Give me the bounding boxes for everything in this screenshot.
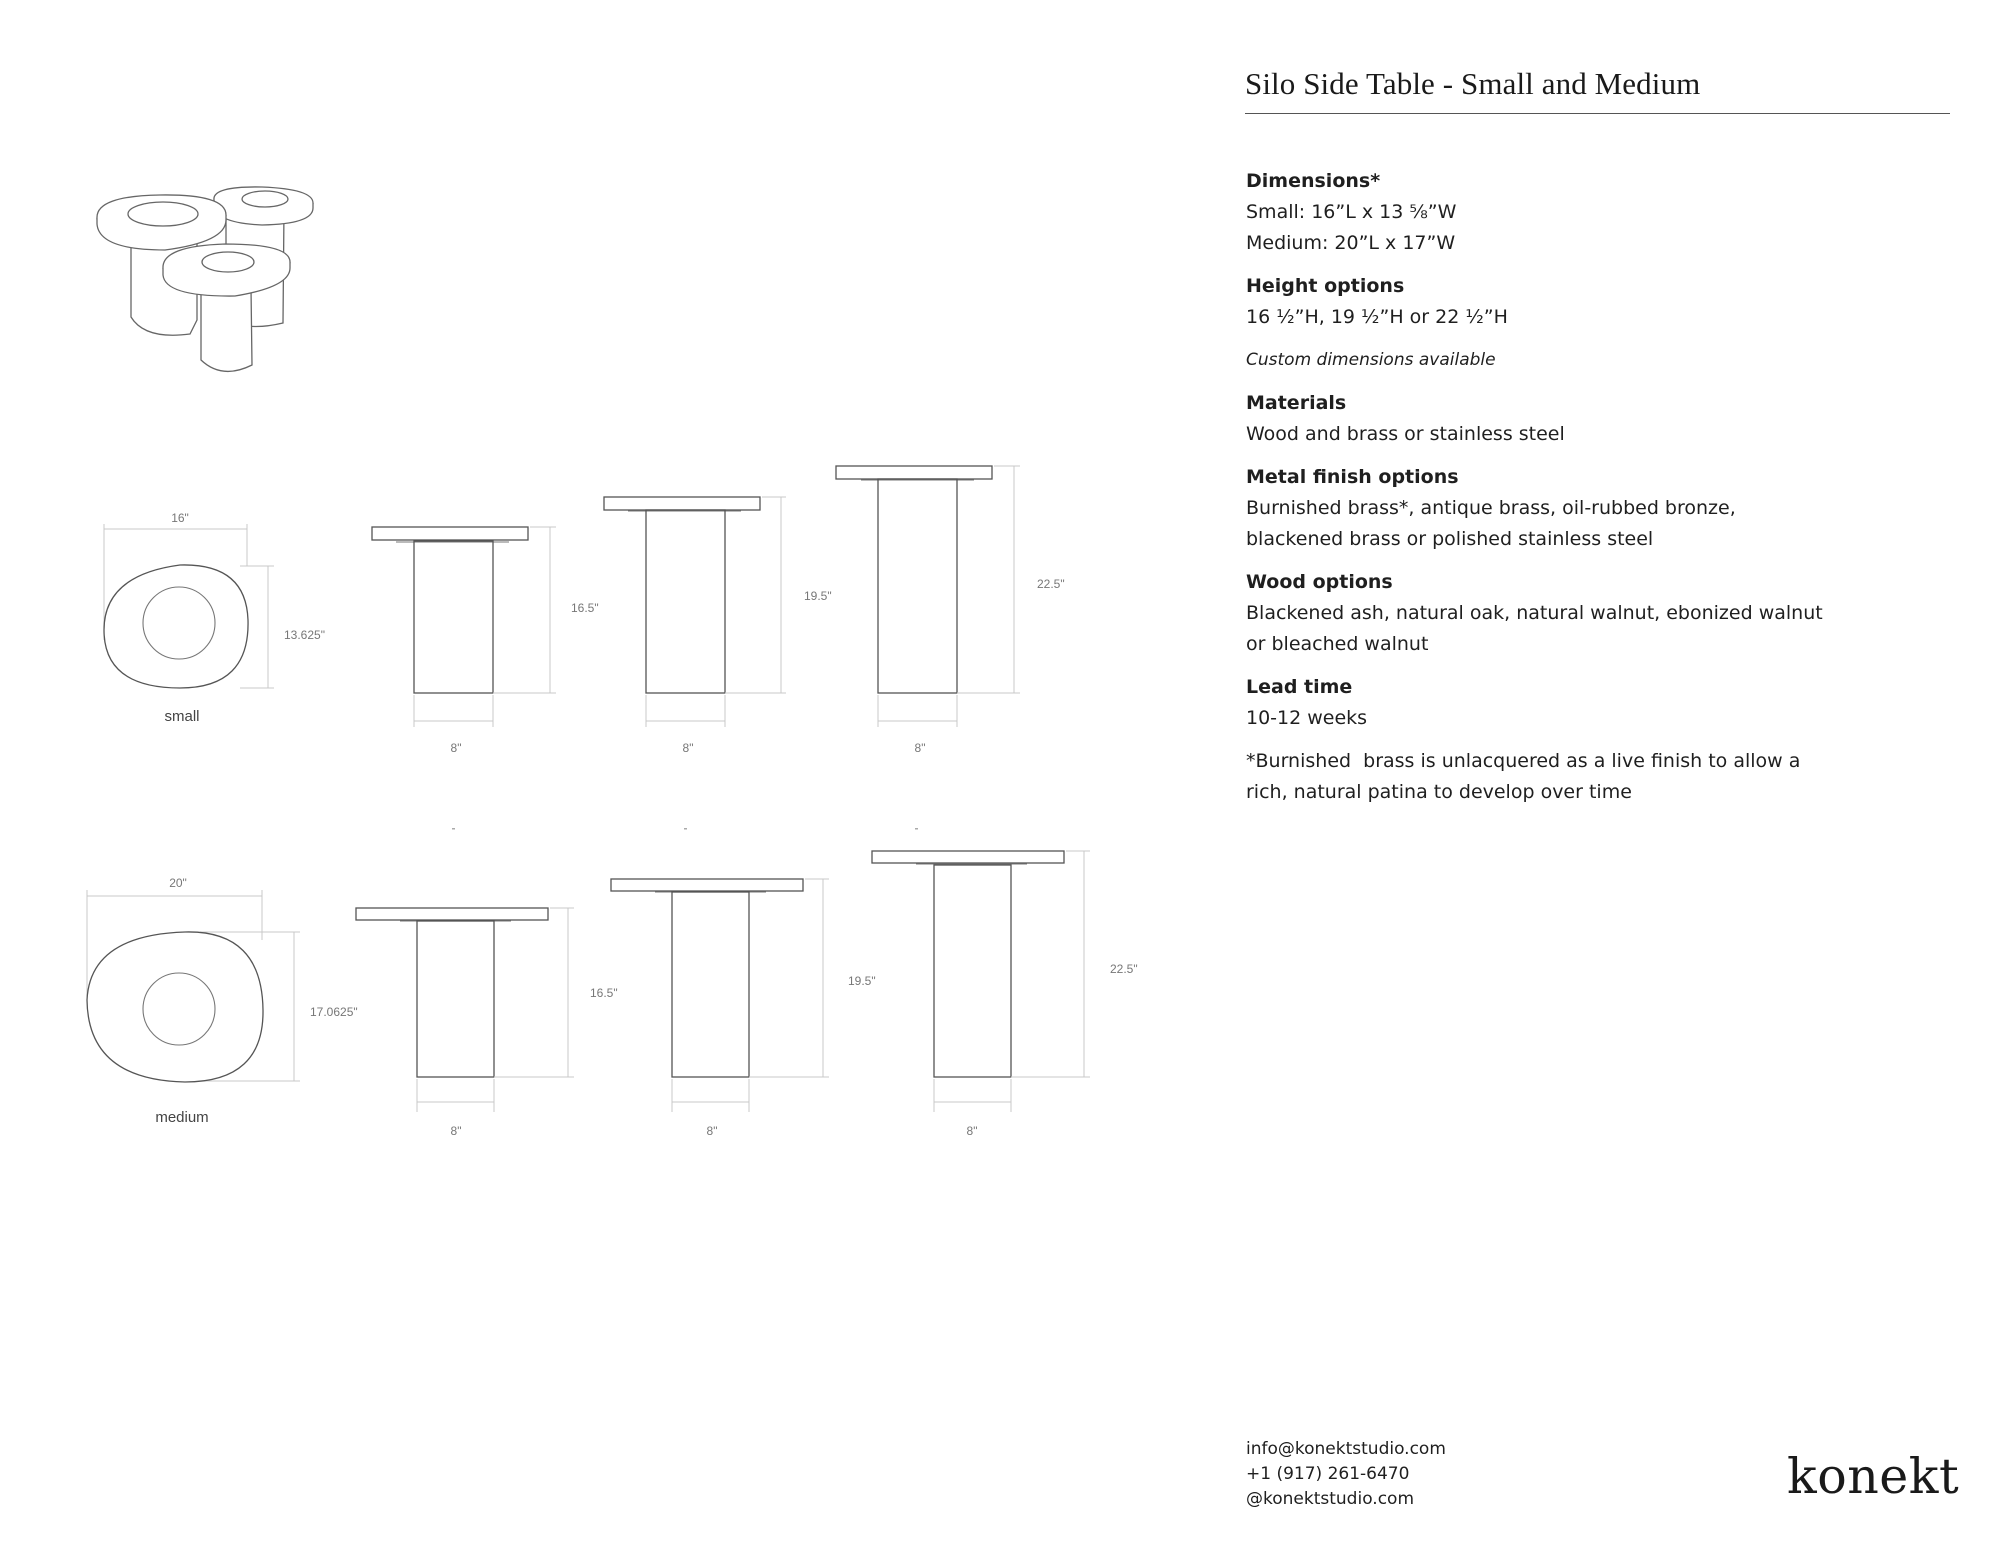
wood-options-line-1: Blackened ash, natural oak, natural waln… bbox=[1246, 602, 1823, 624]
technical-drawings: 16" 13.625" small 16.5" 8" 19.5" 8" 22.5… bbox=[86, 186, 1138, 1138]
medium-elev3-height-label: 22.5" bbox=[1110, 962, 1138, 976]
materials-heading: Materials bbox=[1246, 392, 1347, 414]
small-elevation-22-5 bbox=[835, 465, 1020, 727]
small-plan-width-label: 16" bbox=[171, 511, 189, 525]
small-elevation-16-5 bbox=[371, 526, 556, 727]
footnote-line-2: rich, natural patina to develop over tim… bbox=[1246, 781, 1632, 803]
isometric-view bbox=[96, 186, 314, 372]
separator-dots bbox=[452, 828, 918, 830]
medium-plan-view bbox=[86, 890, 300, 1083]
metal-finish-line-2: blackened brass or polished stainless st… bbox=[1246, 528, 1654, 550]
small-plan-view bbox=[103, 524, 274, 689]
spec-sheet: Dimensions* Small: 16”L x 13 ⅝”W Medium:… bbox=[1246, 166, 1866, 820]
wood-options-heading: Wood options bbox=[1246, 571, 1393, 593]
medium-plan-depth-label: 17.0625" bbox=[310, 1005, 358, 1019]
dimensions-heading: Dimensions* bbox=[1246, 170, 1381, 192]
email-link[interactable]: info@konektstudio.com bbox=[1246, 1439, 1446, 1459]
medium-plan-width-label: 20" bbox=[169, 876, 187, 890]
phone-link[interactable]: +1 (917) 261-6470 bbox=[1246, 1464, 1410, 1484]
lead-time-section: Lead time 10-12 weeks bbox=[1246, 672, 1866, 734]
metal-finish-heading: Metal finish options bbox=[1246, 466, 1459, 488]
medium-elevation-19-5 bbox=[610, 878, 829, 1112]
metal-finish-line-1: Burnished brass*, antique brass, oil-rub… bbox=[1246, 497, 1736, 519]
height-section: Height options 16 ½”H, 19 ½”H or 22 ½”H bbox=[1246, 271, 1866, 333]
wood-options-section: Wood options Blackened ash, natural oak,… bbox=[1246, 567, 1866, 660]
finish-footnote: *Burnished brass is unlacquered as a liv… bbox=[1246, 746, 1866, 808]
custom-dimensions-note: Custom dimensions available bbox=[1246, 350, 1496, 370]
lead-time-heading: Lead time bbox=[1246, 676, 1353, 698]
social-link[interactable]: @konektstudio.com bbox=[1246, 1489, 1415, 1509]
small-elev2-base-label: 8" bbox=[682, 741, 694, 755]
materials-section: Materials Wood and brass or stainless st… bbox=[1246, 388, 1866, 450]
medium-elevation-16-5 bbox=[355, 907, 574, 1112]
title-divider bbox=[1245, 113, 1950, 114]
small-elev1-base-label: 8" bbox=[450, 741, 462, 755]
medium-elev2-height-label: 19.5" bbox=[848, 974, 876, 988]
medium-caption: medium bbox=[155, 1109, 209, 1126]
small-elev1-height-label: 16.5" bbox=[571, 601, 599, 615]
lead-time-value: 10-12 weeks bbox=[1246, 707, 1368, 729]
dimensions-medium: Medium: 20”L x 17”W bbox=[1246, 232, 1456, 254]
page-title: Silo Side Table - Small and Medium bbox=[1245, 66, 1701, 101]
height-value: 16 ½”H, 19 ½”H or 22 ½”H bbox=[1246, 306, 1508, 328]
small-plan-depth-label: 13.625" bbox=[284, 628, 325, 642]
small-elevation-19-5 bbox=[603, 496, 786, 727]
dimensions-section: Dimensions* Small: 16”L x 13 ⅝”W Medium:… bbox=[1246, 166, 1866, 259]
drawing-canvas bbox=[86, 186, 1090, 1112]
small-caption: small bbox=[164, 708, 200, 725]
footnote-line-1: *Burnished brass is unlacquered as a liv… bbox=[1246, 750, 1801, 772]
wood-options-line-2: or bleached walnut bbox=[1246, 633, 1429, 655]
dimensions-small: Small: 16”L x 13 ⅝”W bbox=[1246, 201, 1457, 223]
metal-finish-section: Metal finish options Burnished brass*, a… bbox=[1246, 462, 1866, 555]
contact-info: info@konektstudio.com +1 (917) 261-6470 … bbox=[1246, 1437, 1446, 1512]
medium-elev2-base-label: 8" bbox=[706, 1124, 718, 1138]
medium-elev3-base-label: 8" bbox=[966, 1124, 978, 1138]
medium-elev1-base-label: 8" bbox=[450, 1124, 462, 1138]
small-elev2-height-label: 19.5" bbox=[804, 589, 832, 603]
materials-value: Wood and brass or stainless steel bbox=[1246, 423, 1565, 445]
medium-elev1-height-label: 16.5" bbox=[590, 986, 618, 1000]
height-heading: Height options bbox=[1246, 275, 1405, 297]
medium-elevation-22-5 bbox=[871, 850, 1090, 1112]
small-elev3-height-label: 22.5" bbox=[1037, 577, 1065, 591]
brand-logo: konekt bbox=[1787, 1448, 1960, 1505]
small-elev3-base-label: 8" bbox=[914, 741, 926, 755]
